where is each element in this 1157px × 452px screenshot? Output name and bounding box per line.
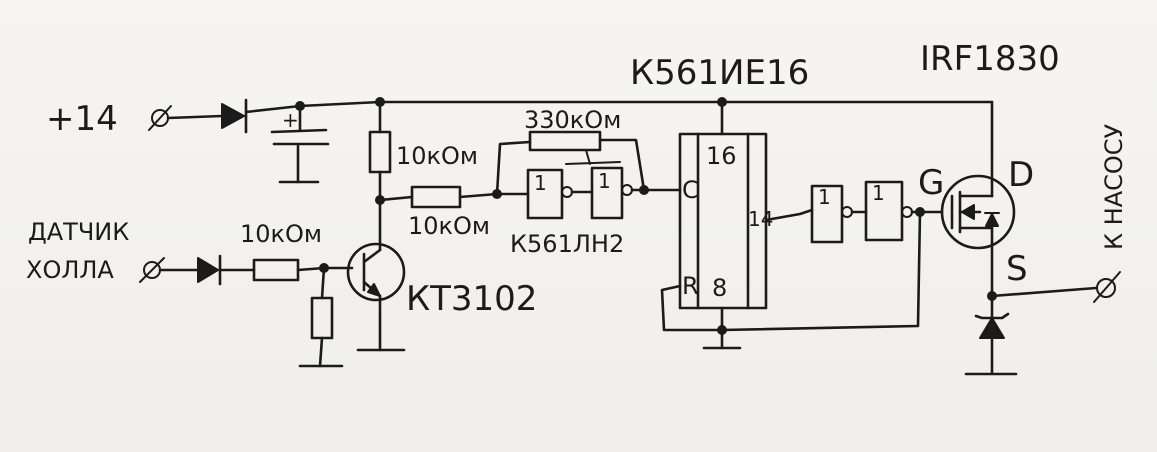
inverter-1-label: 1	[534, 171, 547, 195]
output-wire	[764, 208, 814, 222]
node-gate	[915, 207, 925, 217]
mosfet-g-label: G	[918, 163, 944, 203]
series-resistor-label: 10кОм	[408, 212, 490, 240]
sensor-label-line1: ДАТЧИК	[28, 218, 129, 246]
zener-diode	[974, 312, 1010, 339]
input-resistor	[252, 258, 300, 282]
inverter-3-label: 1	[818, 185, 831, 209]
collector-resistor-label: 10кОм	[396, 142, 478, 170]
input-resistor-label: 10кОм	[240, 220, 322, 248]
inverter-2-label: 1	[598, 169, 611, 193]
pump-terminal	[1093, 271, 1121, 303]
capacitor-plus-label: +	[282, 108, 299, 132]
pulldown-ground-wire	[318, 336, 324, 368]
node-clock	[639, 185, 649, 195]
feedback-wire	[495, 138, 646, 196]
sensor-diode	[197, 254, 222, 286]
series-resistor	[410, 185, 462, 209]
transistor-body	[346, 242, 406, 302]
pin-r-label: R	[682, 272, 699, 300]
mosfet-s-label: S	[1006, 249, 1028, 289]
gate-chip-label: К561ЛН2	[510, 230, 624, 258]
mosfet-body	[940, 174, 1016, 250]
mosfet-d-label: D	[1008, 155, 1034, 195]
feedback-resistor	[528, 130, 602, 152]
pulldown-wire	[320, 266, 326, 300]
pin-16-label: 16	[706, 142, 737, 170]
transistor-symbol	[362, 248, 382, 298]
supply-wire-left	[166, 114, 224, 120]
transistor-label: КТ3102	[406, 279, 537, 319]
supply-label: +14	[46, 99, 118, 139]
mosfet-symbol	[950, 190, 1000, 234]
feedback-resistor-label: 330кОм	[524, 106, 621, 134]
sensor-label-line2: ХОЛЛА	[26, 256, 114, 284]
feedback-resistor-wiper	[565, 149, 621, 165]
pump-wire	[990, 286, 1098, 298]
mosfet-label: IRF1830	[920, 39, 1060, 79]
pin-8-label: 8	[712, 274, 727, 302]
pump-label: К НАСОСУ	[1100, 123, 1128, 250]
pin-c-label: C	[682, 176, 699, 204]
counter-chip-label: К561ИЕ16	[630, 53, 809, 93]
filter-capacitor	[270, 104, 330, 184]
series-wire-left	[378, 195, 414, 202]
inverter-4-label: 1	[872, 181, 885, 205]
supply-diode	[221, 98, 248, 134]
pulldown-resistor	[310, 296, 334, 340]
collector-resistor	[368, 130, 392, 174]
reset-loop-wire	[660, 210, 922, 332]
